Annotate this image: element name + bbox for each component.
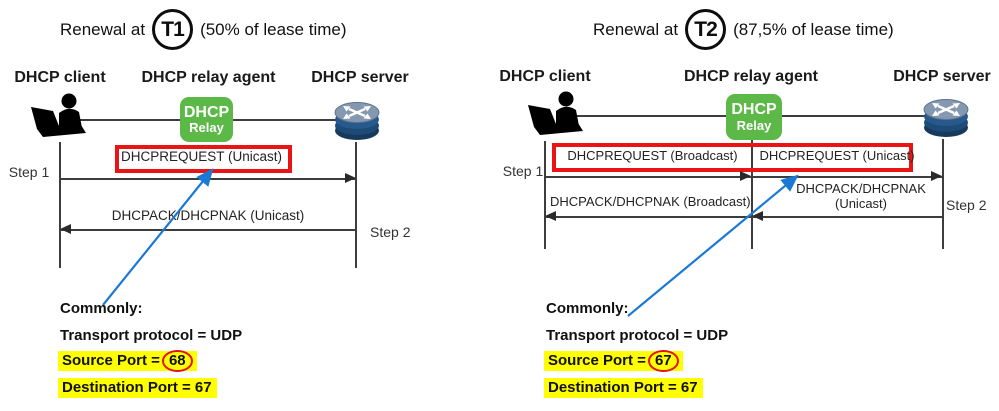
notes-transport: Transport protocol = UDP [60,327,243,344]
panel-title: Renewal at T1 (50% of lease time) [60,9,347,50]
source-port-highlight: Source Port =68 [58,350,197,372]
ack-arrow [60,229,356,231]
step2-label: Step 2 [370,224,411,240]
destination-port-highlight: Destination Port = 67 [544,378,703,398]
request-unicast-label: DHCPREQUEST (Unicast) [759,148,915,163]
dhcp-relay-badge: DHCP Relay [726,94,782,140]
title-suffix: (87,5% of lease time) [733,19,894,39]
entity-label-server: DHCP server [893,68,991,85]
request-arrowhead-relay [740,170,751,181]
source-port-highlight: Source Port =67 [544,350,683,372]
t2-badge: T2 [685,9,727,50]
ack-arrow [545,216,942,218]
dhcp-relay-badge: DHCP Relay [180,97,233,142]
source-port-label: Source Port = [62,352,160,369]
notes-transport: Transport protocol = UDP [546,327,729,344]
client-icon [27,92,93,144]
request-message-label: DHCPREQUEST (Unicast) [120,149,283,164]
source-port-circled-value: 67 [647,350,679,372]
notes-source-port: Source Port =67 [544,350,683,372]
notes-source-port: Source Port =68 [58,350,197,372]
notes-heading: Commonly: [546,300,629,317]
step2-label: Step 2 [946,197,987,213]
destination-port-highlight: Destination Port = 67 [58,378,217,398]
notes-heading: Commonly: [60,300,143,317]
client-icon [524,90,590,142]
ack-arrowhead-client [545,210,556,221]
panel-renewal-t2: Renewal at T2 (87,5% of lease time) DHCP… [488,0,999,411]
request-arrowhead-server [931,170,942,181]
ack-arrowhead [60,223,71,234]
ack-arrowhead-relay [752,210,763,221]
request-broadcast-label: DHCPREQUEST (Broadcast) [567,148,738,163]
ack-unicast-line1: DHCPACK/DHCPNAK [796,181,926,196]
annotation-arrow [95,162,220,312]
client-lifeline [544,141,546,249]
notes-destination-port: Destination Port = 67 [544,378,703,398]
entity-label-client: DHCP client [499,68,591,85]
title-suffix: (50% of lease time) [200,19,347,39]
relay-lifeline [751,140,753,249]
panel-title: Renewal at T2 (87,5% of lease time) [593,9,894,50]
entity-label-server: DHCP server [311,69,409,86]
source-port-circled-value: 68 [161,350,193,372]
title-prefix: Renewal at [593,19,679,39]
title-prefix: Renewal at [60,19,146,39]
ack-unicast-line2: (Unicast) [834,196,887,211]
router-icon [333,95,381,142]
annotation-arrow [618,168,808,323]
source-port-label: Source Port = [548,352,646,369]
step1-label: Step 1 [502,163,544,179]
panel-renewal-t1: Renewal at T1 (50% of lease time) DHCP c… [0,0,488,411]
ack-unicast-label: DHCPACK/DHCPNAK (Unicast) [771,181,951,211]
request-highlight-box [552,143,913,172]
server-lifeline [942,139,944,249]
router-icon [922,92,970,139]
client-lifeline [59,142,61,268]
relay-box-line2: Relay [189,120,224,136]
notes-destination-port: Destination Port = 67 [58,378,217,398]
request-arrowhead [345,172,356,183]
server-lifeline [355,142,357,268]
relay-box-line1: DHCP [731,101,777,119]
entity-label-relay: DHCP relay agent [684,68,818,85]
ack-broadcast-label: DHCPACK/DHCPNAK (Broadcast) [550,194,751,209]
t1-badge: T1 [152,9,194,50]
relay-box-line1: DHCP [183,103,230,121]
ack-message-label: DHCPACK/DHCPNAK (Unicast) [111,208,305,223]
relay-box-line2: Relay [736,117,772,133]
entity-label-client: DHCP client [14,69,106,86]
step1-label: Step 1 [8,164,50,180]
entity-label-relay: DHCP relay agent [141,69,276,86]
